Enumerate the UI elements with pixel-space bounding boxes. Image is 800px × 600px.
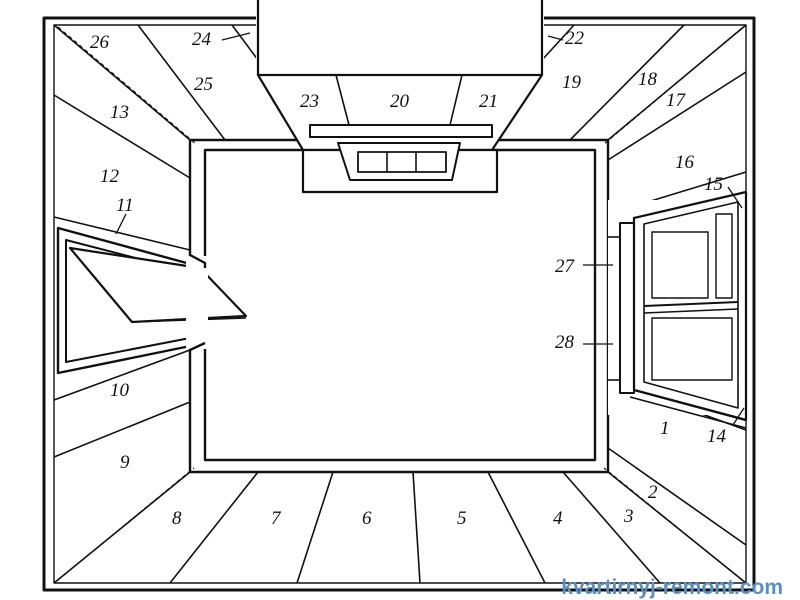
door-wall-gap <box>186 256 208 349</box>
corner-line-top-left <box>53 24 191 141</box>
leader-11 <box>115 213 127 235</box>
label-9: 9 <box>120 452 130 473</box>
label-13: 13 <box>110 102 129 123</box>
label-8: 8 <box>172 508 182 529</box>
label-20: 20 <box>390 91 410 112</box>
watermark: kvartirnyj-remont.com <box>561 576 783 599</box>
label-12: 12 <box>100 166 120 187</box>
window-sill-under <box>629 396 747 429</box>
leader-24 <box>221 32 251 41</box>
label-26: 26 <box>90 32 110 53</box>
label-1: 1 <box>660 418 670 439</box>
strip-line-19 <box>569 24 685 141</box>
strip-line-12 <box>53 216 191 251</box>
strip-line-22 <box>541 24 575 61</box>
label-23: 23 <box>300 91 319 112</box>
door-wall-gap-edge-bottom <box>189 341 206 352</box>
label-3: 3 <box>623 506 634 527</box>
strip-line-17 <box>607 71 747 161</box>
label-22: 22 <box>565 28 585 49</box>
label-28: 28 <box>555 332 575 353</box>
corner-line-bottom-right-dashed <box>603 467 743 581</box>
corner-line-bottom-left-dashed <box>57 467 195 581</box>
label-25: 25 <box>194 74 213 95</box>
strip-line-floor-c <box>412 471 421 584</box>
vent-housing <box>337 142 461 181</box>
label-11: 11 <box>116 195 134 216</box>
label-2: 2 <box>648 482 658 503</box>
label-17: 17 <box>666 90 687 111</box>
label-10: 10 <box>110 380 130 401</box>
duct-fold-left <box>335 74 350 126</box>
strip-line-9 <box>53 401 191 458</box>
strip-line-26 <box>137 24 226 141</box>
leader-14 <box>732 407 745 426</box>
window-pane-top-left <box>651 231 709 299</box>
back-wall-inner <box>203 148 597 462</box>
strip-line-floor-b <box>296 471 334 584</box>
duct-hood <box>256 73 544 152</box>
leader-15 <box>727 186 743 209</box>
strip-line-10 <box>53 349 191 401</box>
duct-rail <box>309 124 493 138</box>
label-7: 7 <box>271 508 282 529</box>
duct-mask <box>256 0 544 78</box>
duct-fold-right <box>449 74 463 126</box>
vent-grille <box>357 151 447 173</box>
window-pane-top-right <box>715 213 733 299</box>
label-14: 14 <box>707 426 727 447</box>
window-pane-bottom <box>651 317 733 381</box>
window-sill <box>633 388 747 422</box>
label-5: 5 <box>457 508 467 529</box>
label-15: 15 <box>704 174 723 195</box>
strip-line-floor-e <box>562 471 661 584</box>
strip-line-floor-a <box>169 471 259 584</box>
corner-line-top-right-dashed <box>603 27 743 145</box>
label-27: 27 <box>555 256 576 277</box>
strip-line-13 <box>53 94 191 179</box>
strip-line-24 <box>231 24 259 61</box>
window-frame-inner <box>643 201 739 409</box>
strip-line-3 <box>607 447 747 546</box>
label-24: 24 <box>192 29 212 50</box>
window-mullion-2 <box>643 308 739 314</box>
label-18: 18 <box>638 69 658 90</box>
door-wall-gap-edge-top <box>189 253 207 268</box>
label-16: 16 <box>675 152 695 173</box>
label-4: 4 <box>553 508 563 529</box>
label-21: 21 <box>479 91 498 112</box>
leader-22 <box>547 35 564 41</box>
window-mullion <box>643 301 739 307</box>
strip-line-floor-d <box>487 471 546 584</box>
label-6: 6 <box>362 508 372 529</box>
corner-line-top-left-dashed <box>57 26 197 145</box>
label-19: 19 <box>562 72 582 93</box>
